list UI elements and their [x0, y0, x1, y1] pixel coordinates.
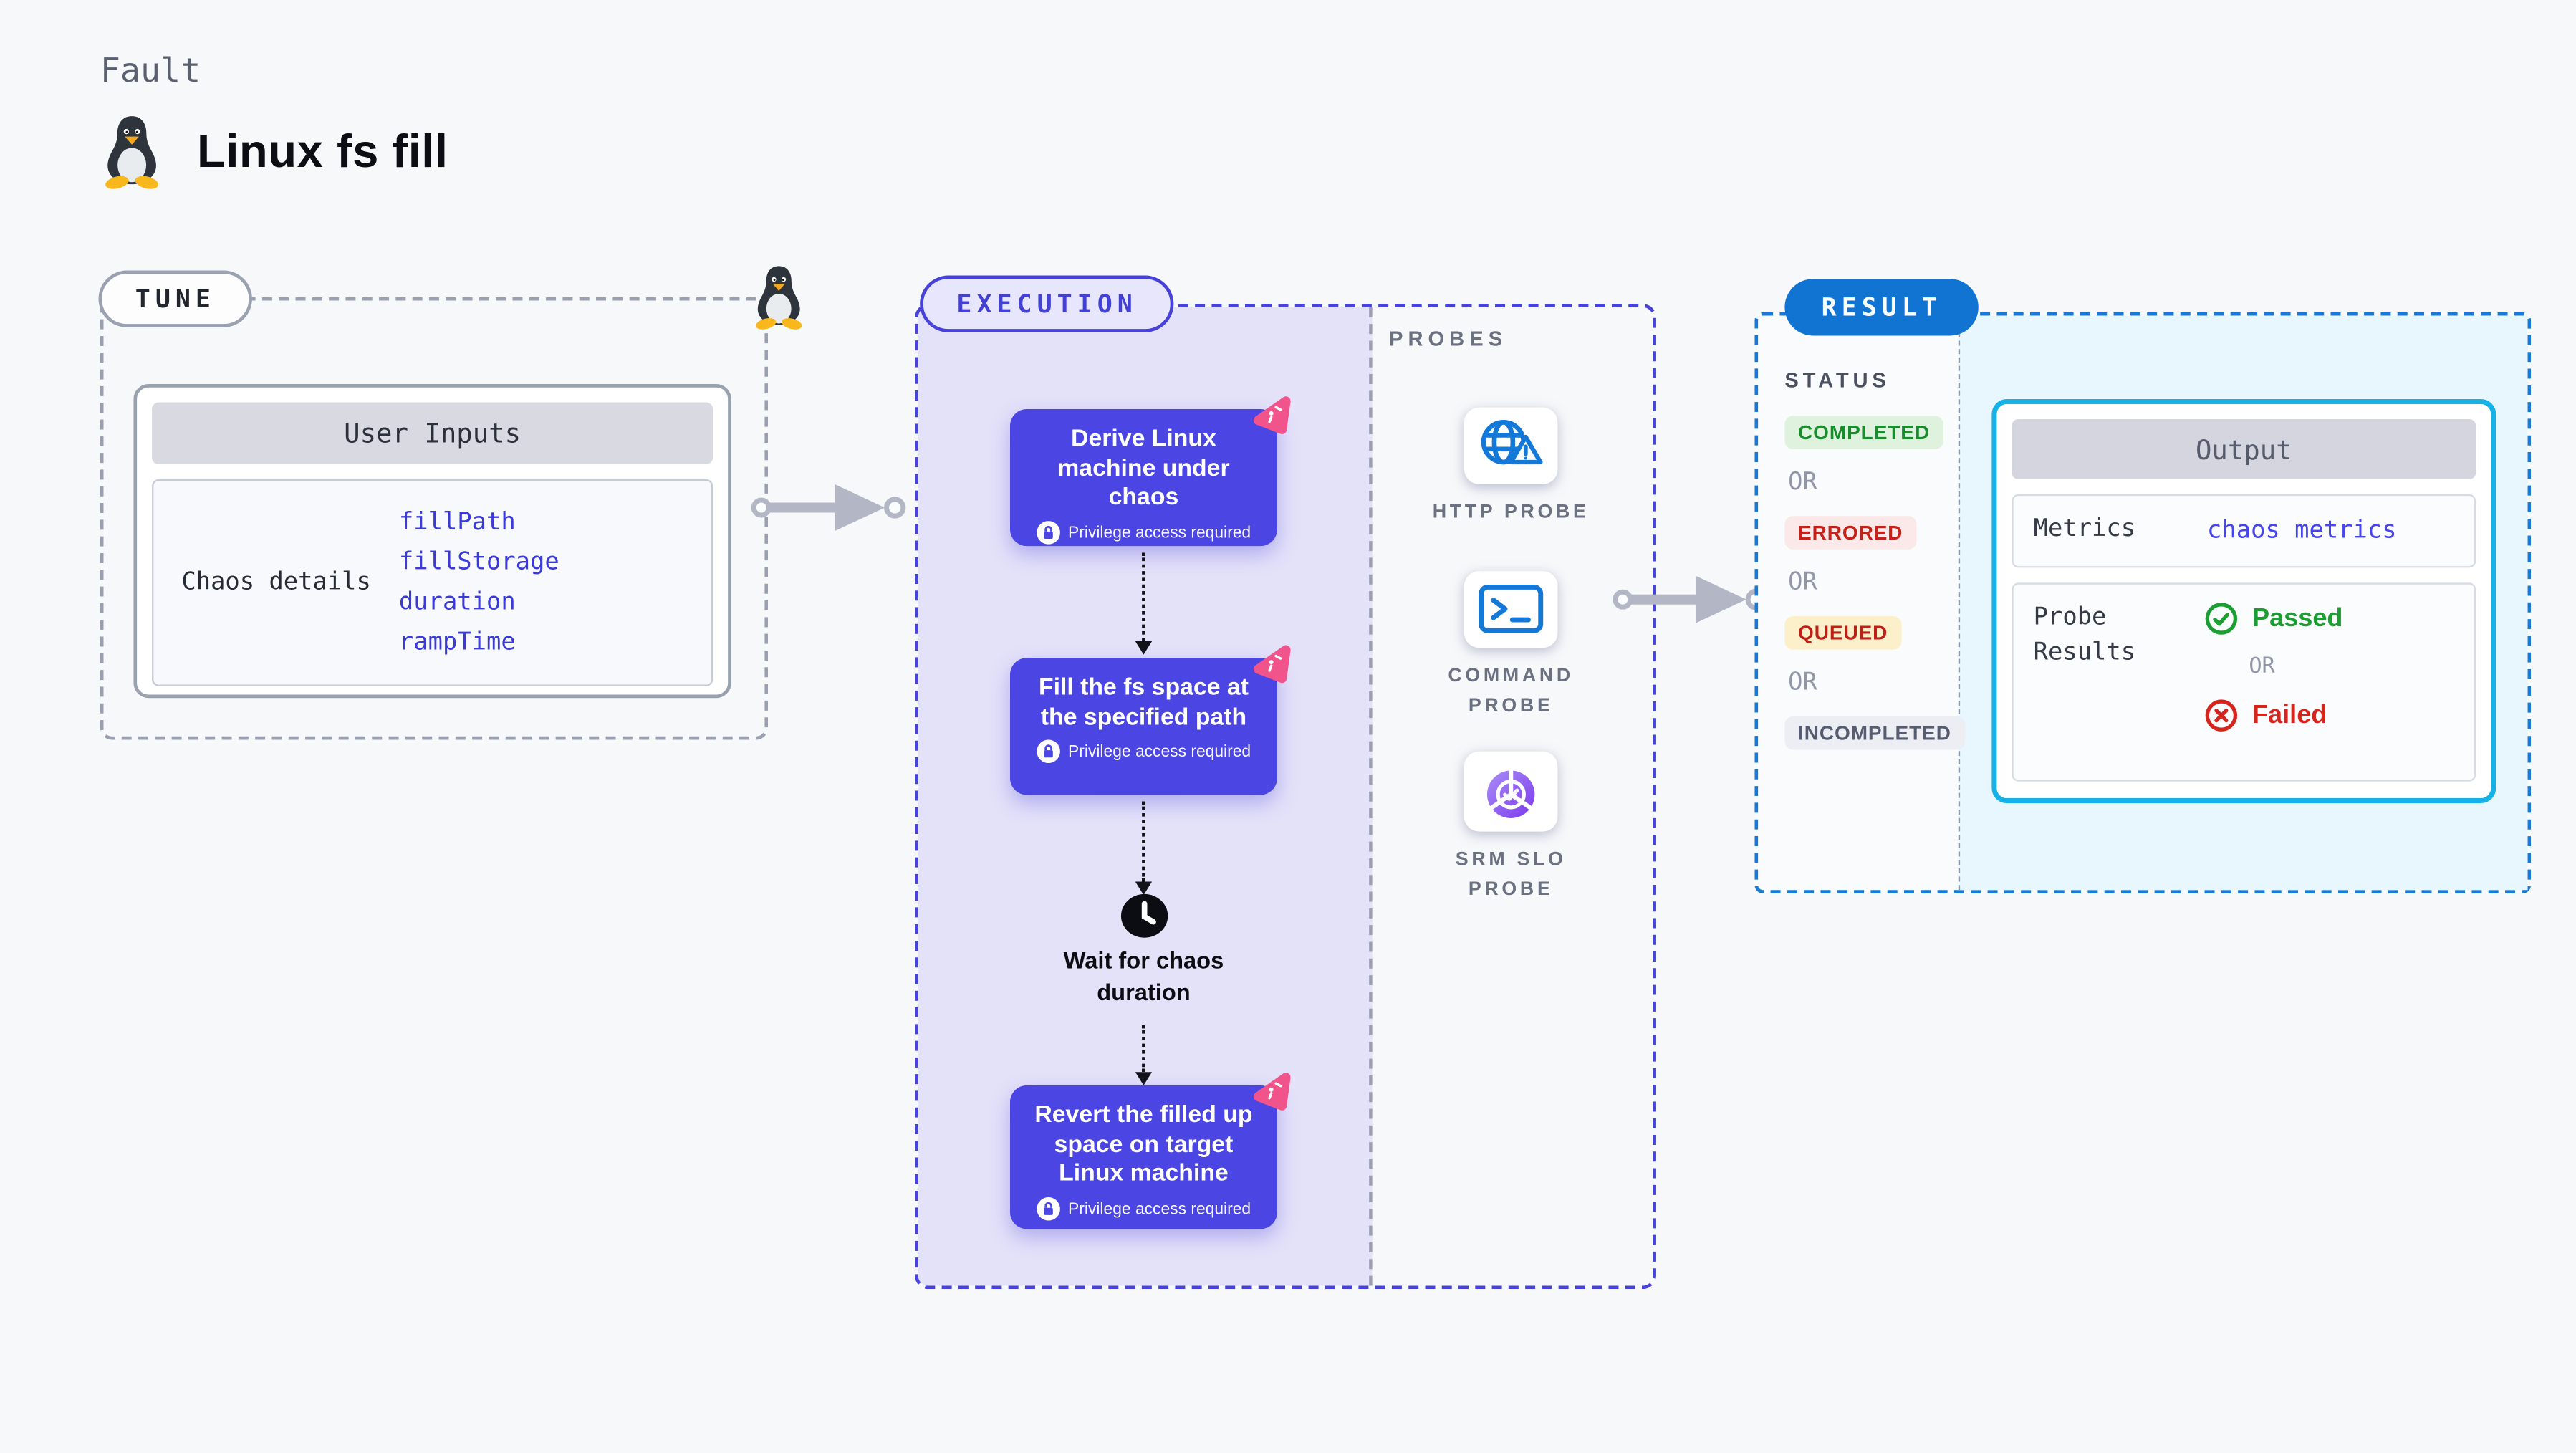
field-fillpath: fillPath: [398, 509, 516, 537]
user-inputs-table: Chaos details fillPath fillStorage durat…: [152, 479, 713, 686]
chaos-fault-icon: [1251, 643, 1291, 684]
privilege-label: Privilege access required: [1068, 742, 1251, 762]
probe-results-label: Probe Results: [2033, 604, 2136, 666]
terminal-icon: [1479, 585, 1544, 634]
status-heading: STATUS: [1784, 369, 1890, 393]
srm-slo-probe-card: [1464, 751, 1558, 832]
field-fillstorage: fillStorage: [398, 549, 559, 577]
or-label: OR: [1788, 469, 1817, 497]
chaos-fault-icon: [1251, 1070, 1291, 1111]
wait-duration-label: Wait for chaos duration: [1063, 946, 1224, 1005]
field-ramptime: rampTime: [398, 629, 516, 656]
status-column: STATUS COMPLETED OR ERRORED OR QUEUED OR…: [1784, 369, 1965, 750]
status-badge-completed: COMPLETED: [1784, 416, 1943, 449]
flow-connector: [1142, 1025, 1145, 1073]
output-header: Output: [2012, 418, 2476, 479]
metrics-label: Metrics: [2033, 517, 2136, 544]
field-duration: duration: [398, 589, 516, 616]
probes-heading: PROBES: [1389, 327, 1508, 351]
metrics-row: Metrics chaos metrics: [2012, 494, 2476, 568]
x-circle-icon: [2205, 699, 2238, 732]
chaos-details-label: Chaos details: [181, 569, 371, 597]
privilege-label: Privilege access required: [1068, 523, 1251, 542]
fault-eyebrow: Fault: [100, 49, 201, 90]
arrow-right-icon: [751, 484, 906, 532]
output-card: Output Metrics chaos metrics Probe Resul…: [1991, 399, 2496, 804]
arrow-down-icon: [1134, 881, 1151, 896]
srm-slo-probe-label: SRM SLO PROBE: [1455, 850, 1567, 901]
http-probe-label: HTTP PROBE: [1432, 502, 1590, 523]
step-derive-machine: Derive Linux machine under chaos Privile…: [1010, 396, 1291, 547]
user-inputs-card: User Inputs Chaos details fillPath fillS…: [133, 384, 731, 699]
command-probe-card: [1464, 571, 1558, 648]
step-fill-fs: Fill the fs space at the specified path …: [1010, 645, 1291, 795]
step-title: Revert the filled up space on target Lin…: [1034, 1102, 1253, 1188]
flow-connector: [1142, 801, 1145, 882]
user-inputs-header: User Inputs: [152, 402, 713, 464]
tune-section: TUNE User Inputs Chaos details fillPath …: [98, 266, 802, 740]
slo-donut-icon: [1486, 767, 1535, 818]
command-probe-label: COMMAND PROBE: [1448, 666, 1574, 717]
execution-section: EXECUTION PROBES Derive Linux machine un…: [915, 275, 1656, 1290]
result-badge: RESULT: [1784, 279, 1979, 336]
check-circle-icon: [2205, 603, 2238, 635]
result-section: RESULT STATUS COMPLETED OR ERRORED OR QU…: [1754, 279, 2532, 893]
arrow-down-icon: [1134, 1072, 1151, 1085]
http-probe-card: [1464, 407, 1558, 484]
page-title: Linux fs fill: [197, 125, 448, 178]
status-badge-queued: QUEUED: [1784, 615, 1901, 650]
privilege-label: Privilege access required: [1068, 1199, 1251, 1219]
tux-penguin-icon: [751, 264, 807, 330]
tux-penguin-icon: [100, 113, 164, 190]
title-row: Linux fs fill: [100, 113, 448, 190]
failed-label: Failed: [2251, 700, 2327, 729]
chaos-fault-icon: [1251, 394, 1291, 434]
step-title: Fill the fs space at the specified path: [1038, 674, 1249, 732]
probe-results-row: Probe Results Passed OR: [2012, 582, 2476, 782]
step-revert-space: Revert the filled up space on target Lin…: [1010, 1073, 1291, 1229]
passed-label: Passed: [2251, 603, 2343, 633]
chaos-details-fields: fillPath fillStorage duration rampTime: [399, 481, 711, 684]
lock-icon: [1036, 1197, 1060, 1221]
lock-icon: [1036, 740, 1060, 764]
step-title: Derive Linux machine under chaos: [1057, 426, 1230, 512]
clock-icon: [1120, 892, 1169, 941]
globe-warning-icon: [1481, 418, 1543, 464]
execution-badge: EXECUTION: [920, 275, 1175, 332]
arrow-down-icon: [1134, 641, 1151, 655]
arrow-right-icon: [1613, 576, 1767, 623]
metrics-value: chaos metrics: [2207, 517, 2397, 545]
flow-connector: [1142, 552, 1145, 641]
or-label: OR: [2249, 654, 2275, 680]
lock-icon: [1036, 521, 1060, 545]
tune-badge: TUNE: [98, 270, 253, 327]
status-badge-incompleted: INCOMPLETED: [1784, 716, 1965, 750]
status-badge-errored: ERRORED: [1784, 516, 1917, 550]
or-label: OR: [1788, 569, 1817, 597]
or-label: OR: [1788, 669, 1817, 696]
